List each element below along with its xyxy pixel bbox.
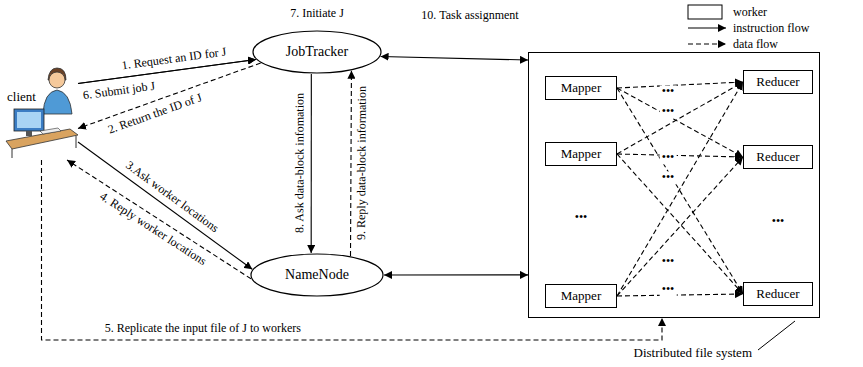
node-label: Reducer <box>756 150 799 165</box>
data-flow-arrow <box>617 157 743 296</box>
data-flow-arrow <box>617 82 743 88</box>
data-flow-arrow <box>617 82 743 296</box>
step-label: 7. Initiate J <box>288 7 346 20</box>
node-label: Mapper <box>561 147 601 162</box>
client-figure: client <box>5 70 78 160</box>
data-flow-arrow <box>617 294 743 296</box>
ellipsis: ••• <box>573 211 590 224</box>
ellipsis: ••• <box>660 171 677 184</box>
data-flow-arrow <box>617 154 743 157</box>
ellipse-shape <box>253 31 381 73</box>
node-label: client <box>7 90 36 105</box>
ellipsis: ••• <box>770 215 787 228</box>
edge-label: 9. Reply data-block information <box>355 86 369 240</box>
ellipsis: ••• <box>660 85 677 98</box>
data-flow-arrow <box>67 160 251 279</box>
node-label: JobTracker <box>286 44 348 60</box>
node-label: Reducer <box>756 287 799 302</box>
edge-label: 1. Request an ID for J <box>121 46 227 73</box>
edge-label: 2. Return the ID of J <box>106 91 203 137</box>
instruction-arrow <box>78 142 252 269</box>
instruction-arrow <box>384 274 528 275</box>
node-label: Distributed file system <box>634 346 752 361</box>
instruction-arrow <box>78 60 256 84</box>
data-flow-arrow <box>617 88 743 294</box>
worker-box: Reducer <box>743 145 813 169</box>
legend-sample-line <box>688 28 726 29</box>
edge-label: 8. Ask data-block infomation <box>294 93 307 233</box>
worker-box: Mapper <box>545 142 617 166</box>
edge-label: 5. Replicate the input file of J to work… <box>105 322 301 335</box>
edge-label: 6. Submit job J <box>82 80 156 103</box>
instruction-arrow <box>78 60 256 84</box>
worker-box: Mapper <box>545 76 617 100</box>
data-flow-arrow <box>617 154 743 294</box>
ellipsis: ••• <box>660 255 677 268</box>
node-label: Reducer <box>756 75 799 90</box>
worker-box: Mapper <box>545 284 617 308</box>
instruction-arrow <box>311 74 312 253</box>
worker-box: Reducer <box>743 70 813 94</box>
data-flow-arrow <box>350 71 352 256</box>
data-flow-arrow <box>42 160 663 340</box>
instruction-arrow <box>381 57 528 60</box>
node-label: NameNode <box>285 267 349 283</box>
client-icon <box>6 68 78 158</box>
worker-box: Reducer <box>743 282 813 306</box>
cluster-box: MapperReducerMapperReducerMapperReducerD… <box>528 52 820 318</box>
legend-label: instruction flow <box>733 20 809 36</box>
node-label: Mapper <box>561 81 601 96</box>
ellipsis: ••• <box>660 105 677 118</box>
node-label: Mapper <box>561 289 601 304</box>
edge-label: 4. Reply worker locations <box>97 190 208 268</box>
step-label: 10. Task assignment <box>419 9 520 22</box>
server-ellipse: JobTracker <box>252 30 382 74</box>
legend-sample-dash <box>688 44 726 45</box>
legend-label: worker <box>733 4 767 20</box>
ellipsis: ••• <box>660 151 677 164</box>
server-ellipse: NameNode <box>250 253 384 297</box>
ellipsis: ••• <box>660 283 677 296</box>
data-flow-arrow <box>78 63 261 129</box>
ellipse-shape <box>251 254 383 296</box>
data-flow-arrow <box>617 88 743 157</box>
leader-line <box>758 321 795 350</box>
data-flow-arrow <box>617 82 743 154</box>
legend-label: data flow <box>733 36 778 52</box>
edge-label: 3.Ask worker locations <box>123 159 221 236</box>
legend-sample-box <box>688 5 722 19</box>
